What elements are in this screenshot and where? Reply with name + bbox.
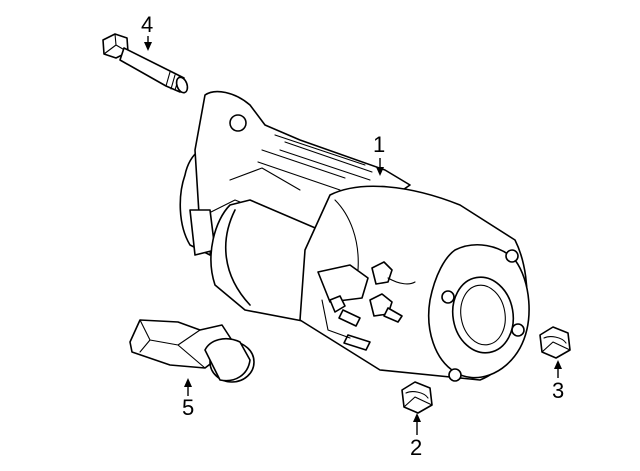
callout-3: 3 xyxy=(552,360,564,403)
nut-lower-part[interactable] xyxy=(401,381,433,414)
callout-1: 1 xyxy=(373,132,385,176)
callout-4: 4 xyxy=(141,12,153,51)
callout-2: 2 xyxy=(410,413,422,460)
callout-5-label: 5 xyxy=(182,395,194,420)
bolt-part[interactable] xyxy=(102,33,189,94)
starter-part[interactable] xyxy=(179,90,530,382)
callout-2-label: 2 xyxy=(410,435,422,460)
nut-right-part[interactable] xyxy=(539,326,571,359)
callout-3-label: 3 xyxy=(552,378,564,403)
cover-part[interactable] xyxy=(129,319,255,383)
callout-1-label: 1 xyxy=(373,132,385,157)
callout-4-label: 4 xyxy=(141,12,153,37)
callout-5: 5 xyxy=(182,378,194,420)
